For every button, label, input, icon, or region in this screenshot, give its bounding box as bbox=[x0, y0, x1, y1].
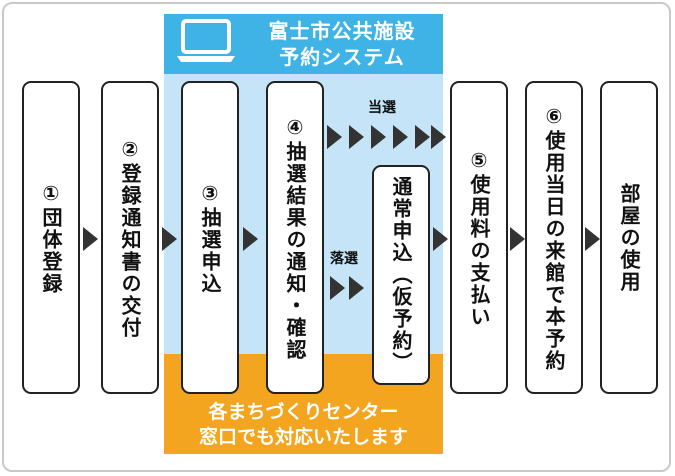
win-branch-arrow bbox=[393, 125, 408, 149]
win-branch-arrow bbox=[371, 125, 386, 149]
step-label: ①団体登録 bbox=[39, 180, 63, 295]
center-note-line1: 各まちづくりセンター bbox=[208, 401, 399, 423]
win-branch-arrow bbox=[431, 125, 446, 149]
reservation-system-title: 富士市公共施設 予約システム bbox=[244, 18, 440, 70]
step-regular-application: 通常申込（仮予約） bbox=[372, 165, 430, 385]
step-label: 通常申込（仮予約） bbox=[389, 176, 413, 374]
step-label: ⑥使用当日の来館で本予約 bbox=[542, 103, 566, 372]
flow-arrow bbox=[162, 227, 177, 251]
lose-branch-arrow bbox=[330, 276, 345, 300]
branch-label-lose: 落選 bbox=[330, 251, 358, 267]
flow-arrow bbox=[243, 227, 258, 251]
flow-arrow bbox=[510, 227, 525, 251]
flow-arrow bbox=[433, 227, 448, 251]
step-registration-notice: ②登録通知書の交付 bbox=[101, 81, 159, 394]
step-lottery-result: ④抽選結果の通知・確認 bbox=[266, 81, 324, 394]
system-title-line1: 富士市公共施設 bbox=[268, 19, 416, 43]
step-label: ⑤使用料の支払い bbox=[467, 147, 491, 328]
flow-arrow bbox=[585, 227, 600, 251]
step-label: 部屋の使用 bbox=[617, 182, 641, 293]
laptop-icon bbox=[177, 19, 235, 62]
step-label: ④抽選結果の通知・確認 bbox=[283, 114, 307, 361]
step-fee-payment: ⑤使用料の支払い bbox=[450, 81, 508, 394]
flow-arrow bbox=[83, 227, 98, 251]
step-label: ②登録通知書の交付 bbox=[118, 136, 142, 339]
win-branch-arrow bbox=[349, 125, 364, 149]
step-lottery-application: ③抽選申込 bbox=[181, 81, 239, 394]
branch-label-win: 当選 bbox=[368, 100, 396, 116]
step-day-of-use-confirmation: ⑥使用当日の来館で本予約 bbox=[525, 81, 583, 394]
step-label: ③抽選申込 bbox=[198, 180, 222, 295]
step-group-registration: ①団体登録 bbox=[22, 81, 80, 394]
win-branch-arrow bbox=[327, 125, 342, 149]
reservation-system-header bbox=[164, 14, 443, 74]
center-note-line2: 窓口でも対応いたします bbox=[198, 426, 408, 448]
step-room-use: 部屋の使用 bbox=[600, 81, 658, 394]
system-title-line2: 予約システム bbox=[279, 45, 405, 69]
win-branch-arrow bbox=[415, 125, 430, 149]
lose-branch-arrow bbox=[349, 276, 364, 300]
community-center-note: 各まちづくりセンター 窓口でも対応いたします bbox=[164, 400, 443, 450]
